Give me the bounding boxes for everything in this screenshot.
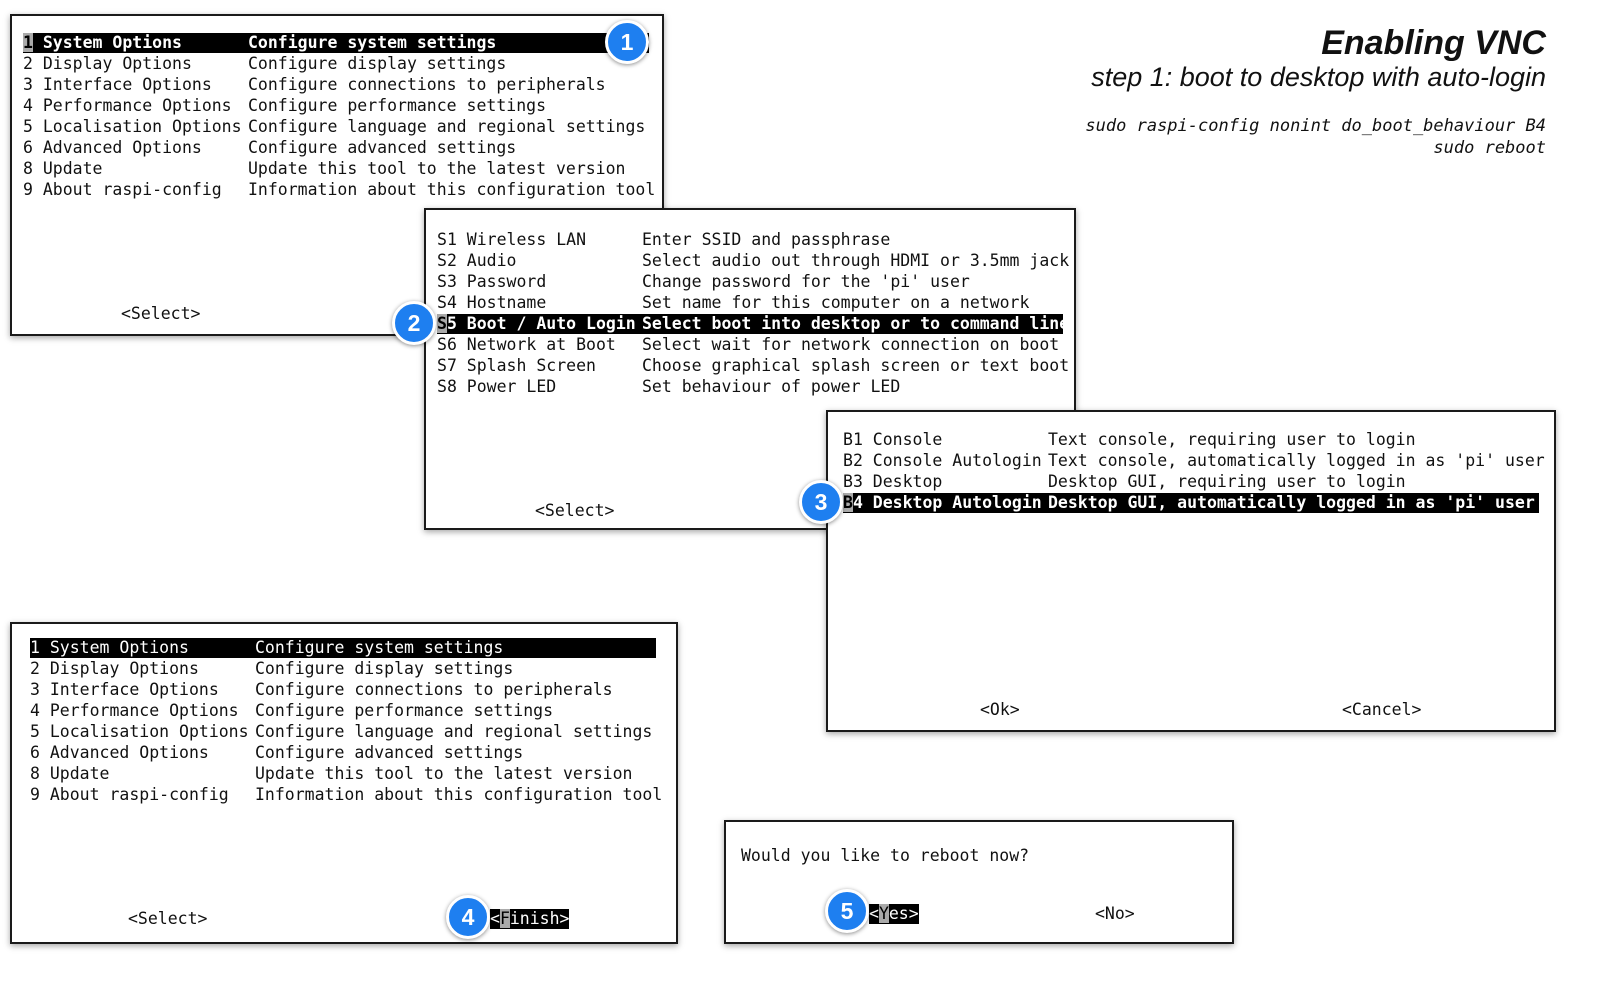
command-line: sudo raspi-config nonint do_boot_behavio… xyxy=(1085,116,1546,136)
menu-item-interface-options[interactable]: 3 Interface Options Configure connection… xyxy=(23,75,606,94)
menu-item-wireless-lan[interactable]: S1 Wireless LAN Enter SSID and passphras… xyxy=(437,230,891,249)
finish-button[interactable]: <Finish> xyxy=(490,909,570,929)
main-menu-finish-panel: 1 System Options Configure system settin… xyxy=(10,622,678,944)
reboot-dialog-panel: Would you like to reboot now? <Yes> <No> xyxy=(724,820,1234,944)
menu-item-system-options[interactable]: 1 System Options Configure system settin… xyxy=(23,33,649,53)
step-4-badge: 4 xyxy=(446,895,490,939)
ok-button[interactable]: <Ok> xyxy=(980,700,1020,719)
menu-item-splash-screen[interactable]: S7 Splash Screen Choose graphical splash… xyxy=(437,356,1070,375)
menu-item-hostname[interactable]: S4 Hostname Set name for this computer o… xyxy=(437,293,1030,312)
step-2-badge: 2 xyxy=(392,301,436,345)
menu-item-system-options[interactable]: 1 System Options Configure system settin… xyxy=(30,638,656,658)
select-button[interactable]: <Select> xyxy=(535,501,615,520)
page-subtitle: step 1: boot to desktop with auto-login xyxy=(1091,62,1546,92)
menu-item-boot-auto-login[interactable]: S5 Boot / Auto Login Select boot into de… xyxy=(437,314,1070,334)
menu-item-display-options[interactable]: 2 Display Options Configure display sett… xyxy=(23,54,507,73)
step-1-badge: 1 xyxy=(605,20,649,64)
reboot-question: Would you like to reboot now? xyxy=(741,846,1030,865)
command-line: sudo reboot xyxy=(1433,138,1546,158)
select-button[interactable]: <Select> xyxy=(121,304,201,323)
step-5-badge: 5 xyxy=(825,889,869,933)
page-title: Enabling VNC xyxy=(1321,24,1546,62)
menu-item-console-autologin[interactable]: B2 Console Autologin Text console, autom… xyxy=(843,451,1545,470)
menu-item-audio[interactable]: S2 Audio Select audio out through HDMI o… xyxy=(437,251,1070,270)
no-button[interactable]: <No> xyxy=(1095,904,1135,923)
step-3-badge: 3 xyxy=(799,480,843,524)
menu-item-console[interactable]: B1 Console Text console, requiring user … xyxy=(843,430,1416,449)
yes-button[interactable]: <Yes> xyxy=(869,904,919,924)
menu-item-desktop-autologin[interactable]: B4 Desktop Autologin Desktop GUI, automa… xyxy=(843,493,1539,513)
main-menu-panel: 1 System Options Configure system settin… xyxy=(10,14,664,336)
menu-item-performance-options[interactable]: 4 Performance Options Configure performa… xyxy=(23,96,547,115)
cancel-button[interactable]: <Cancel> xyxy=(1342,700,1422,719)
menu-item-interface-options[interactable]: 3 Interface Options Configure connection… xyxy=(30,680,613,699)
menu-item-network-at-boot[interactable]: S6 Network at Boot Select wait for netwo… xyxy=(437,335,1060,354)
menu-item-password[interactable]: S3 Password Change password for the 'pi'… xyxy=(437,272,970,291)
boot-options-panel: B1 Console Text console, requiring user … xyxy=(826,410,1556,732)
menu-item-about[interactable]: 9 About raspi-config Information about t… xyxy=(23,180,656,199)
menu-item-advanced-options[interactable]: 6 Advanced Options Configure advanced se… xyxy=(23,138,517,157)
menu-item-update[interactable]: 8 Update Update this tool to the latest … xyxy=(23,159,626,178)
menu-item-advanced-options[interactable]: 6 Advanced Options Configure advanced se… xyxy=(30,743,524,762)
menu-item-power-led[interactable]: S8 Power LED Set behaviour of power LED xyxy=(437,377,901,396)
menu-item-localisation-options[interactable]: 5 Localisation Options Configure languag… xyxy=(30,722,653,741)
menu-item-localisation-options[interactable]: 5 Localisation Options Configure languag… xyxy=(23,117,646,136)
menu-item-about[interactable]: 9 About raspi-config Information about t… xyxy=(30,785,663,804)
menu-item-desktop[interactable]: B3 Desktop Desktop GUI, requiring user t… xyxy=(843,472,1406,491)
select-button[interactable]: <Select> xyxy=(128,909,208,928)
menu-item-display-options[interactable]: 2 Display Options Configure display sett… xyxy=(30,659,514,678)
menu-item-update[interactable]: 8 Update Update this tool to the latest … xyxy=(30,764,633,783)
menu-item-performance-options[interactable]: 4 Performance Options Configure performa… xyxy=(30,701,554,720)
